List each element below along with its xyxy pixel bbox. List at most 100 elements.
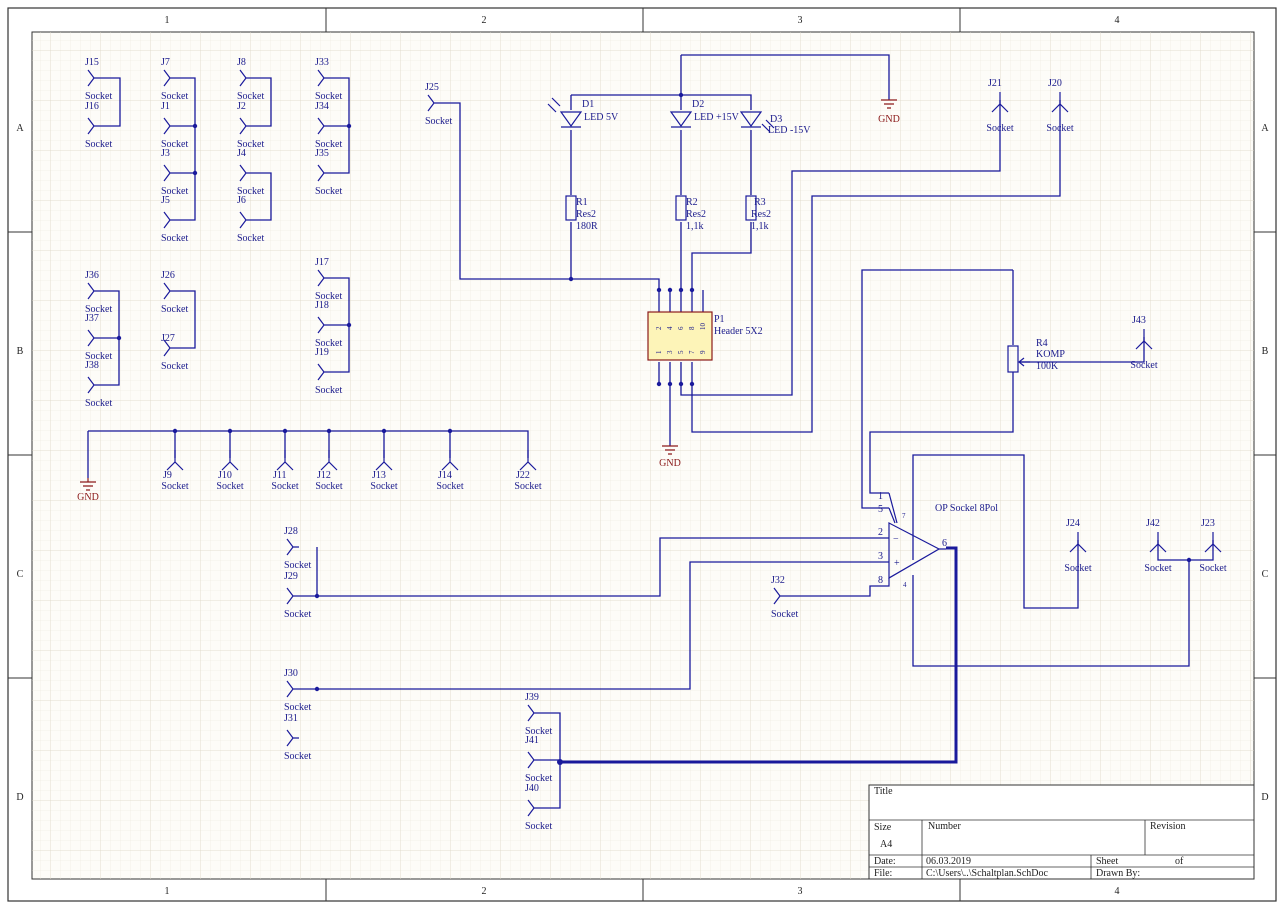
pot-ref: R4 (1036, 338, 1048, 349)
connector-value: Socket (514, 481, 541, 492)
connector-value: Socket (315, 291, 342, 302)
connector-ref: J12 (317, 470, 331, 481)
file-label: File: (874, 868, 892, 879)
connector-ref: J20 (1048, 78, 1062, 89)
connector-ref: J8 (237, 57, 246, 68)
connector-ref: J31 (284, 713, 298, 724)
gnd-symbols: GND GND GND (77, 99, 900, 503)
header-value: Header 5X2 (714, 326, 763, 337)
header-ref: P1 (714, 314, 725, 325)
connector-value: Socket (237, 186, 264, 197)
pot-type: KOMP (1036, 349, 1065, 360)
connector-value: Socket (237, 139, 264, 150)
connector-ref: J23 (1201, 518, 1215, 529)
connector-ref: J15 (85, 57, 99, 68)
resistor-r3: R3 Res2 1,1k (745, 195, 771, 232)
connector-value: Socket (1130, 360, 1157, 371)
connector-value: Socket (161, 91, 188, 102)
resistor-r1-type: Res2 (576, 209, 596, 220)
sheet-label: Sheet (1096, 856, 1118, 867)
header-pin-top: 6 (677, 326, 685, 330)
header-pin-bottom: 1 (655, 350, 663, 354)
connector-value: Socket (161, 481, 188, 492)
col-label-1-top: 1 (165, 15, 170, 26)
connector-ref: J11 (273, 470, 287, 481)
connector-value: Socket (525, 821, 552, 832)
opamp-pin-6: 6 (942, 538, 947, 549)
connector-value: Socket (237, 233, 264, 244)
resistor-r2-value: 1,1k (686, 221, 704, 232)
gnd-symbol-left: GND (77, 478, 99, 503)
zone-dividers (8, 8, 1276, 901)
led-d3: D3 LED -15V (739, 111, 811, 136)
connector-ref: J38 (85, 360, 99, 371)
connector-ref: J13 (372, 470, 386, 481)
connector-ref: J1 (161, 101, 170, 112)
connector-value: Socket (271, 481, 298, 492)
header-pin-bottom: 5 (677, 350, 685, 354)
connector-value: Socket (315, 338, 342, 349)
col-label-4-top: 4 (1115, 15, 1120, 26)
junctions (116, 92, 1192, 765)
gnd-symbol-top: GND (878, 99, 900, 125)
connector-ref: J24 (1066, 518, 1080, 529)
resistor-r1-value: 180R (576, 221, 598, 232)
connector-ref: J14 (438, 470, 452, 481)
connector-ref: J40 (525, 783, 539, 794)
connector-value: Socket (284, 751, 311, 762)
header-pin-top: 10 (699, 323, 707, 331)
connector-value: Socket (161, 304, 188, 315)
connector-value: Socket (237, 91, 264, 102)
revision-label: Revision (1150, 821, 1186, 832)
connector-ref: J10 (218, 470, 232, 481)
date-label: Date: (874, 856, 896, 867)
connector-ref: J18 (315, 300, 329, 311)
led-d2: D2 LED +15V (669, 99, 740, 128)
col-label-2-top: 2 (482, 15, 487, 26)
connector-ref: J27 (161, 333, 175, 344)
col-label-3-bottom: 3 (798, 886, 803, 897)
opamp-pin-3: 3 (878, 551, 883, 562)
resistor-r1: R1 Res2 180R (565, 195, 598, 232)
gnd-label-top: GND (878, 114, 900, 125)
connector-value: Socket (315, 385, 342, 396)
connector-value: Socket (284, 702, 311, 713)
opamp-pin-1: 1 (878, 491, 883, 502)
header-pin-top: 8 (688, 326, 696, 330)
size-label: Size (874, 822, 892, 833)
number-label: Number (928, 821, 961, 832)
drawn-by-label: Drawn By: (1096, 868, 1140, 879)
led-d2-value: LED +15V (694, 112, 740, 123)
opamp-pin-8: 8 (878, 575, 883, 586)
led-d1-ref: D1 (582, 99, 594, 110)
opamp-pin-2: 2 (878, 527, 883, 538)
connector-value: Socket (161, 361, 188, 372)
connector-value: Socket (315, 91, 342, 102)
connector-ref: J19 (315, 347, 329, 358)
row-label-c-left: C (17, 569, 24, 580)
connector-value: Socket (85, 351, 112, 362)
connector-ref: J30 (284, 668, 298, 679)
file-value: C:\Users\..\Schaltplan.SchDoc (926, 868, 1048, 879)
col-label-2-bottom: 2 (482, 886, 487, 897)
resistor-r3-ref: R3 (754, 197, 766, 208)
opamp-pin-4: 4 (903, 581, 907, 589)
connector-ref: J16 (85, 101, 99, 112)
row-label-a-right: A (1261, 123, 1269, 134)
connector-ref: J2 (237, 101, 246, 112)
